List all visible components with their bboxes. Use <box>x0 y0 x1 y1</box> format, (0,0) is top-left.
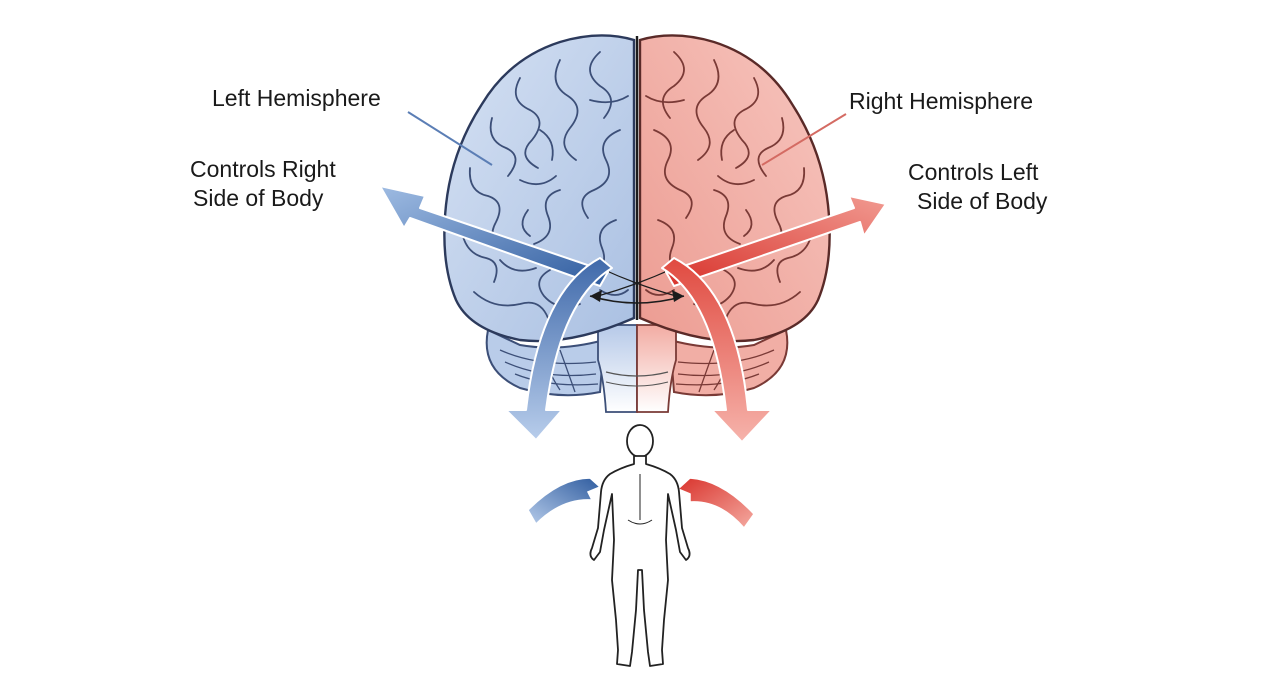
left-controls-line2: Side of Body <box>193 185 324 211</box>
arrow-small-right <box>676 477 755 530</box>
arrow-right-upward <box>665 195 887 287</box>
arrow-left-downward <box>505 257 613 441</box>
right-hemisphere <box>638 34 831 343</box>
arrow-right-downward <box>661 257 773 443</box>
right-controls-line1: Controls Left <box>908 159 1039 185</box>
left-hemisphere <box>443 34 636 343</box>
right-gyri <box>645 51 813 319</box>
left-hemisphere-label: Left Hemisphere <box>212 84 381 113</box>
left-hemisphere-label-text: Left Hemisphere <box>212 85 381 111</box>
leader-line-right-hemisphere <box>761 113 847 166</box>
left-gyri <box>461 51 629 319</box>
brain-stem-right <box>636 324 677 413</box>
right-hemisphere-label-text: Right Hemisphere <box>849 88 1034 114</box>
right-hemisphere-label: Right Hemisphere <box>849 87 1033 116</box>
arrow-small-left <box>527 477 602 526</box>
right-controls-line2: Side of Body <box>917 188 1048 214</box>
right-controls-label: Controls Left Side of Body <box>908 158 1047 216</box>
body-figure <box>589 455 691 667</box>
human-body-icon <box>589 424 691 667</box>
brain-stem-left <box>597 324 638 413</box>
left-controls-line1: Controls Right <box>190 156 336 182</box>
left-controls-label: Controls Right Side of Body <box>190 155 336 213</box>
leader-line-left-hemisphere <box>407 111 493 166</box>
body-head <box>626 424 654 458</box>
arrow-left-upward <box>379 185 609 287</box>
brain-icon <box>443 34 831 413</box>
